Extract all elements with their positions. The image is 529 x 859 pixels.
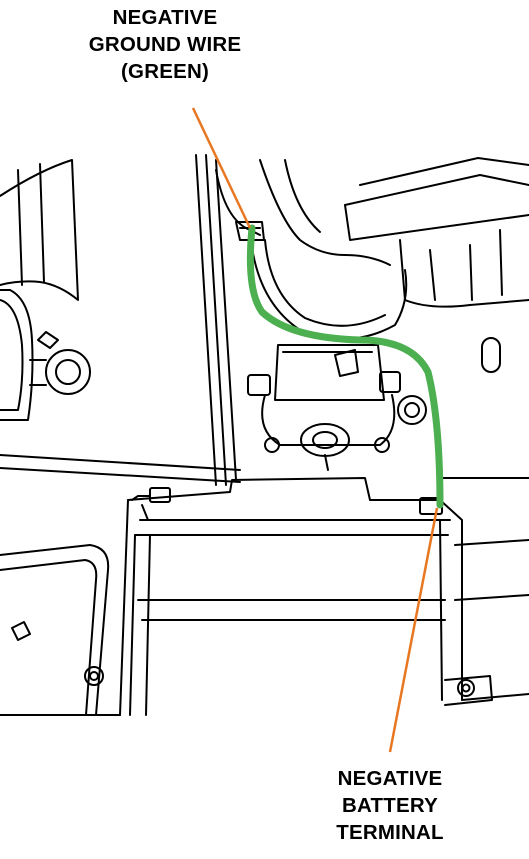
frame-rails-drawing — [0, 454, 529, 601]
lower-right-feet-drawing — [444, 675, 529, 706]
battery-box-drawing — [119, 477, 463, 716]
vertical-frame-drawing — [195, 154, 237, 486]
green-ground-wire — [246, 224, 444, 509]
battery-terminal-callout: NEGATIVE BATTERY TERMINAL — [265, 765, 515, 846]
left-tank-drawing — [0, 159, 79, 301]
ground-wire-label-line-1: NEGATIVE — [112, 6, 218, 29]
lower-left-tray-drawing — [0, 544, 121, 716]
battery-terminal-label-line-2: BATTERY — [342, 794, 438, 817]
ground-wire-label-line-3: (GREEN) — [121, 60, 209, 83]
center-mount-drawing — [247, 344, 427, 471]
battery-terminal-label-line-3: TERMINAL — [336, 821, 444, 844]
battery-terminal-label-line-1: NEGATIVE — [337, 767, 443, 790]
left-bracket-drawing — [0, 289, 91, 421]
ground-wire-label-line-2: GROUND WIRE — [88, 33, 242, 56]
ground-wire-callout: NEGATIVE GROUND WIRE (GREEN) — [40, 4, 290, 85]
ground-wire-leader-line — [191, 107, 252, 229]
battery-terminal-leader-line — [388, 507, 439, 753]
